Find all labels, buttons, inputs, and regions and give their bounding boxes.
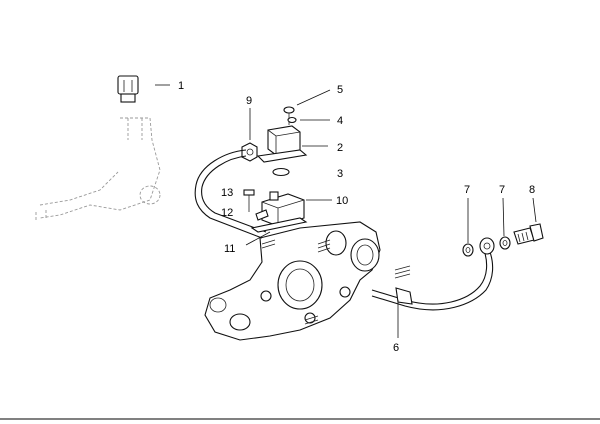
part-10-valve-base: [261, 191, 332, 227]
phantom-assembly-outline: [35, 117, 161, 222]
part-3-oring: [272, 167, 290, 177]
callout-6: 6: [393, 342, 399, 354]
intake-manifold: [204, 221, 411, 341]
callout-3: 3: [337, 168, 343, 180]
part-7-washer-left: [462, 198, 474, 257]
callout-13: 13: [221, 187, 233, 199]
callout-12: 12: [221, 207, 233, 219]
callout-2: 2: [337, 142, 343, 154]
part-8-banjo-bolt: [513, 197, 544, 245]
part-7-washer-right: [499, 197, 511, 250]
callout-11: 11: [224, 243, 235, 255]
part-11-gasket: [245, 217, 308, 246]
callout-5: 5: [337, 84, 343, 96]
part-2-valve-body: [256, 125, 328, 163]
callout-7-right: 7: [499, 184, 505, 196]
part-6-pipe: [371, 237, 495, 338]
callout-9: 9: [246, 95, 252, 107]
part-13-bolt: [243, 189, 255, 212]
part-9-nut: [241, 108, 258, 162]
callout-1: 1: [178, 80, 184, 92]
part-1-switch: [117, 75, 170, 103]
callout-8: 8: [529, 184, 535, 196]
part-12-bracket: [255, 209, 269, 221]
vacuum-hose: [194, 149, 267, 239]
callout-7-left: 7: [464, 184, 470, 196]
part-5-screw: [283, 89, 331, 125]
callout-10: 10: [336, 195, 348, 207]
callout-4: 4: [337, 115, 343, 127]
part-4-washer: [287, 116, 330, 124]
